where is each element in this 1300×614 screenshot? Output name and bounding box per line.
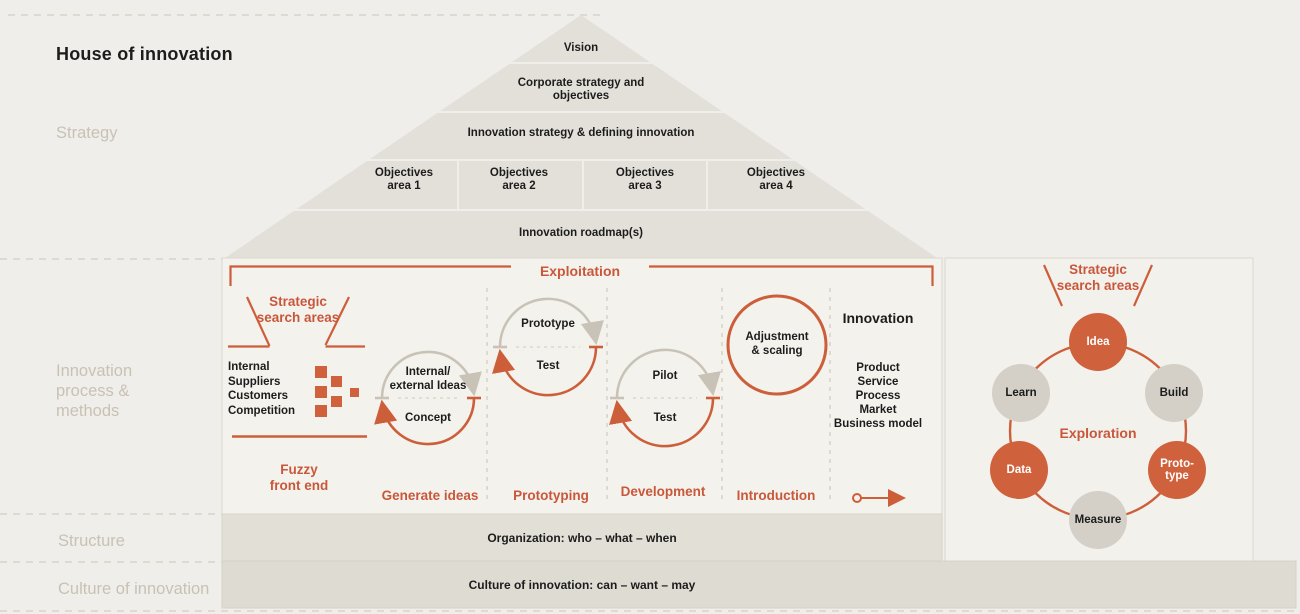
row-label-process-methods: Innovation process & methods (56, 362, 133, 420)
development-cycle-bottom-label: Test (653, 412, 677, 424)
idea-squares-icon (315, 366, 359, 417)
roof-objectives-area-3: Objectives area 3 (615, 167, 675, 192)
roof-vision: Vision (563, 42, 599, 54)
roof-objectives-area-4: Objectives area 4 (746, 167, 806, 192)
funnel-icon (228, 296, 365, 348)
generate-cycle-bottom-label: Concept (405, 412, 451, 424)
development-cycle-icon (609, 348, 721, 448)
prototyping-cycle-icon (492, 297, 604, 397)
roof-objectives-area-1: Objectives area 1 (374, 167, 434, 192)
stage-label-development: Development (620, 484, 706, 499)
page-title: House of innovation (56, 44, 233, 64)
generate-ideas-cycle-icon (374, 350, 482, 446)
exploration-node-data: Data (990, 441, 1048, 499)
exploration-node-build: Build (1145, 364, 1203, 422)
stage-label-generate-ideas: Generate ideas (381, 488, 479, 503)
row-divider-lines (0, 14, 1300, 612)
exploration-node-learn: Learn (992, 364, 1050, 422)
innovation-arrow-icon (852, 489, 906, 507)
node-label: Idea (1086, 335, 1110, 348)
organization-bar (221, 513, 943, 562)
node-label: Data (1006, 463, 1032, 476)
node-label: Proto- type (1160, 457, 1194, 483)
prototyping-cycle-bottom-label: Test (536, 360, 560, 372)
prototyping-cycle-top-label: Prototype (521, 318, 575, 330)
culture-bar-text: Culture of innovation: can – want – may (468, 577, 696, 592)
exploration-node-prototype: Proto- type (1148, 441, 1206, 499)
roof-corporate-strategy: Corporate strategy and objectives (517, 77, 645, 102)
strategic-search-areas-label: Strategic search areas (256, 294, 340, 325)
introduction-circle-icon (726, 294, 828, 396)
exploration-heading: Exploration (1059, 425, 1137, 441)
roof-innovation-strategy: Innovation strategy & defining innovatio… (467, 127, 695, 139)
exploitation-bracket (229, 265, 934, 286)
introduction-circle-label: Adjustment & scaling (745, 331, 809, 357)
development-cycle-top-label: Pilot (652, 370, 678, 382)
input-sources-list: Internal Suppliers Customers Competition (228, 361, 296, 417)
innovation-outputs-list: Product Service Process Market Business … (833, 362, 923, 430)
exploitation-heading: Exploitation (539, 263, 621, 279)
funnel-icon (1042, 264, 1154, 307)
exploration-node-idea: Idea (1069, 313, 1127, 371)
strategic-search-areas-label: Strategic search areas (1056, 262, 1140, 293)
stage-label-prototyping: Prototyping (513, 488, 589, 503)
node-label: Build (1159, 386, 1189, 399)
node-label: Learn (1005, 386, 1037, 399)
exploration-node-measure: Measure (1069, 491, 1127, 549)
stage-label-fuzzy-front-end: Fuzzy front end (269, 462, 329, 493)
row-label-structure: Structure (58, 532, 125, 550)
row-label-strategy: Strategy (56, 124, 118, 142)
stage-label-introduction: Introduction (736, 488, 816, 503)
roof-objectives-area-2: Objectives area 2 (489, 167, 549, 192)
roof-triangle (222, 15, 940, 260)
generate-cycle-top-label: Internal/ external Ideas (389, 366, 467, 392)
roof-roadmap: Innovation roadmap(s) (519, 227, 643, 239)
organization-bar-text: Organization: who – what – when (487, 530, 677, 545)
innovation-heading: Innovation (842, 310, 914, 326)
row-label-culture: Culture of innovation (58, 580, 210, 598)
culture-bar (221, 560, 1297, 609)
node-label: Measure (1074, 513, 1122, 526)
